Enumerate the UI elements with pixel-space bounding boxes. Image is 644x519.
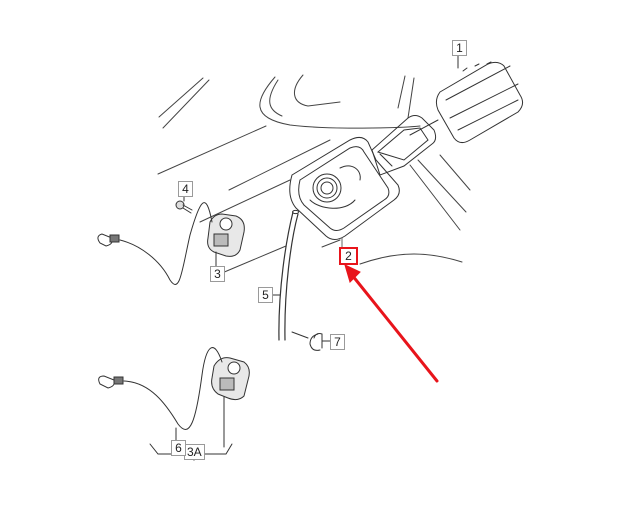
filler-housing <box>289 136 400 240</box>
callout-2-highlighted[interactable]: 2 <box>339 247 358 265</box>
callout-3[interactable]: 3 <box>210 266 225 282</box>
callout-6[interactable]: 6 <box>171 440 186 456</box>
callout-1[interactable]: 1 <box>452 40 467 56</box>
callout-4[interactable]: 4 <box>178 181 193 197</box>
body-panel-lines <box>157 74 471 274</box>
actuator-3 <box>97 202 245 285</box>
flap-hinge <box>371 115 437 176</box>
hose-clip <box>291 331 331 351</box>
callout-7[interactable]: 7 <box>330 334 345 350</box>
callout-5[interactable]: 5 <box>258 287 273 303</box>
fuel-flap-cover <box>409 55 524 144</box>
highlight-arrow <box>344 264 439 383</box>
drain-hose <box>269 209 299 341</box>
screw-4 <box>175 195 193 214</box>
actuator-3a <box>98 347 250 461</box>
callout-3a[interactable]: 3A <box>184 444 205 460</box>
